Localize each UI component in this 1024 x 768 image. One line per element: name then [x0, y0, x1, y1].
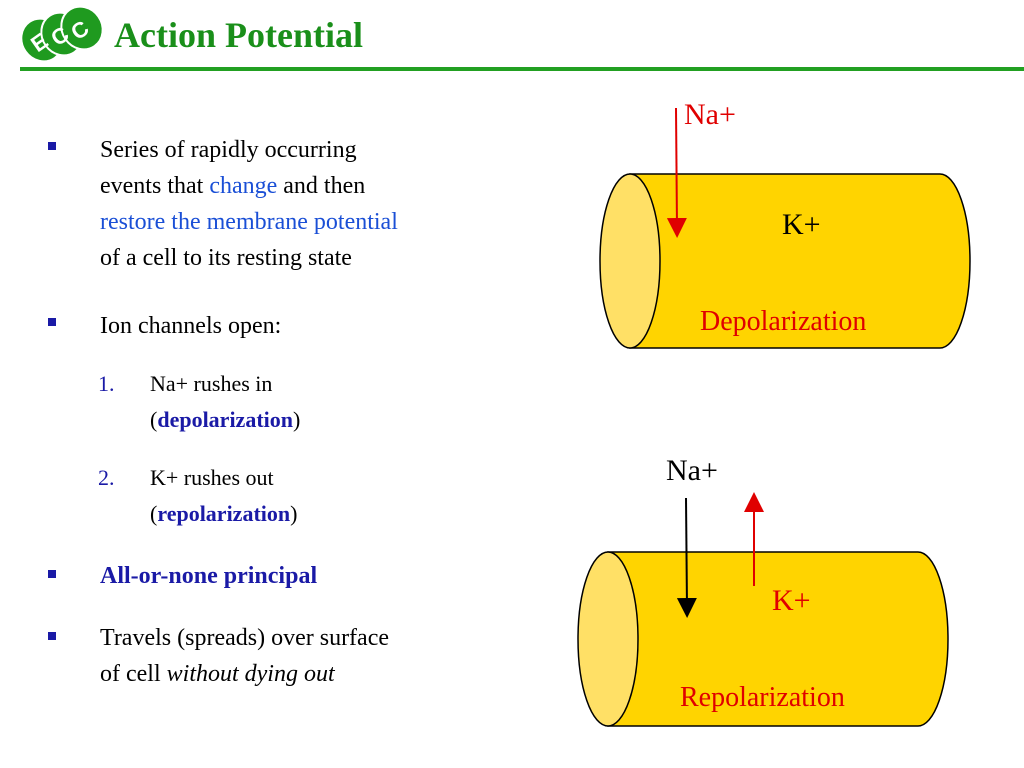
depolarization-cylinder [599, 173, 971, 349]
number-marker: 1. [98, 371, 115, 396]
bullet-all-or-none: All-or-none principal [100, 563, 318, 589]
title-divider [20, 67, 1024, 71]
bullet-travels: Travels (spreads) over surface of cell w… [100, 620, 389, 692]
na-influx-arrow [666, 107, 687, 238]
bottom-k-label: K+ [772, 584, 811, 617]
ecc-logo-icon: E C C [20, 5, 104, 63]
bullet-marker [48, 142, 56, 150]
cylinder-end [577, 551, 639, 727]
text-span: of cell [100, 661, 167, 687]
slide-title: Action Potential [114, 15, 363, 55]
numbered-line: Na+ rushes in [150, 371, 273, 396]
top-na-label: Na+ [684, 98, 736, 131]
bullet-ion-channels: Ion channels open: [100, 313, 282, 339]
term-repolarization: repolarization [157, 501, 291, 526]
bullet-line: of cell without dying out [100, 656, 389, 692]
repolarization-caption: Repolarization [680, 682, 845, 713]
depolarization-caption: Depolarization [700, 306, 866, 337]
na-arrow-down [676, 497, 697, 618]
text-span: ( [150, 407, 158, 432]
emphasis-without-dying-out: without dying out [166, 661, 335, 687]
bullet-line: Series of rapidly occurring [100, 137, 357, 163]
text-span: events that [100, 173, 210, 199]
bullet-line: of a cell to its resting state [100, 245, 352, 271]
bullet-line: Travels (spreads) over surface [100, 625, 390, 651]
numbered-line: (repolarization) [150, 496, 297, 532]
cylinder-body [607, 551, 949, 727]
term-depolarization: depolarization [157, 407, 293, 432]
text-span: and then [277, 173, 366, 199]
numbered-line: K+ rushes out [150, 465, 274, 490]
text-span: ) [293, 407, 301, 432]
numbered-item-k-rushes-out: K+ rushes out (repolarization) [150, 460, 297, 532]
number-marker: 2. [98, 465, 115, 490]
text-span: ) [290, 501, 298, 526]
bullet-line: events that change and then [100, 168, 398, 204]
cylinder-end [599, 173, 661, 349]
numbered-item-na-rushes-in: Na+ rushes in (depolarization) [150, 366, 300, 438]
bullet-marker [48, 318, 56, 326]
text-span: ( [150, 501, 158, 526]
bottom-na-label: Na+ [666, 454, 718, 487]
highlight-restore: restore the membrane potential [100, 209, 398, 235]
numbered-line: (depolarization) [150, 402, 300, 438]
highlight-change: change [209, 173, 278, 199]
bullet-marker [48, 632, 56, 640]
repolarization-cylinder [577, 551, 949, 727]
top-k-label: K+ [782, 208, 821, 241]
bullet-series-of-events: Series of rapidly occurring events that … [100, 132, 398, 276]
bullet-marker [48, 570, 56, 578]
cylinder-body [629, 173, 971, 349]
